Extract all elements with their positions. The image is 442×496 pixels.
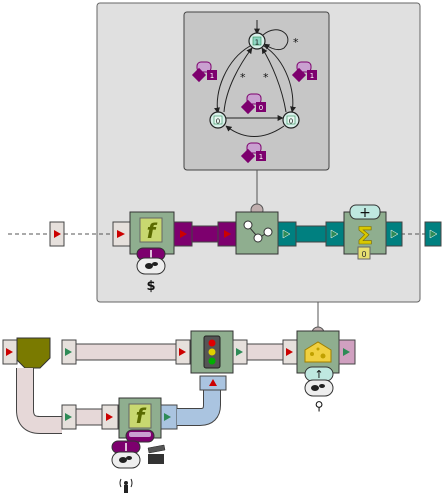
pink-pipe (75, 343, 177, 361)
pink-pipe (246, 343, 284, 361)
state-node-left[interactable]: 0 (209, 111, 227, 129)
operator-badge-bottom: 1 (240, 142, 266, 164)
antenna-icon (119, 478, 133, 493)
splitter-node[interactable] (16, 337, 51, 369)
money-operator[interactable] (136, 247, 166, 275)
cheese-operator[interactable]: ↑ (304, 366, 334, 397)
transition-label: * (293, 36, 299, 49)
state-label: 0 (289, 118, 293, 126)
plus-label: + (359, 205, 371, 221)
input-port-left[interactable] (49, 221, 65, 247)
transition-label: * (263, 71, 269, 84)
operator-value: 1 (310, 72, 314, 80)
operator-value: 1 (259, 153, 263, 161)
zero-badge: 0 (357, 246, 371, 260)
search-icon: ⚲ (315, 399, 324, 413)
bottom-function-label: f (136, 404, 147, 428)
state-node-top[interactable]: 1 (248, 32, 266, 50)
sum-label: Σ (357, 222, 373, 250)
operator-value: 1 (210, 72, 214, 80)
pink-pipe (75, 408, 103, 426)
router-node[interactable] (235, 211, 279, 255)
bottom-operator[interactable] (111, 429, 155, 469)
plus-badge[interactable]: + (349, 204, 381, 221)
transition-label: * (240, 71, 246, 84)
state-edges (214, 20, 296, 137)
dollar-icon: $ (146, 279, 155, 294)
bottom-function-node[interactable]: f (118, 397, 162, 439)
state-label: 1 (255, 39, 259, 47)
teal-pipe (295, 225, 327, 243)
traffic-light-node[interactable] (190, 330, 234, 374)
function-label: f (147, 219, 158, 243)
operator-badge-right: 1 (291, 61, 317, 83)
up-arrow-label: ↑ (314, 368, 323, 381)
zero-label: 0 (361, 250, 366, 259)
operator-value: 0 (259, 104, 263, 112)
state-label: 0 (216, 118, 220, 126)
function-node[interactable]: f (112, 211, 175, 255)
state-node-right[interactable]: 0 (282, 111, 300, 129)
clapperboard-icon (147, 444, 166, 464)
